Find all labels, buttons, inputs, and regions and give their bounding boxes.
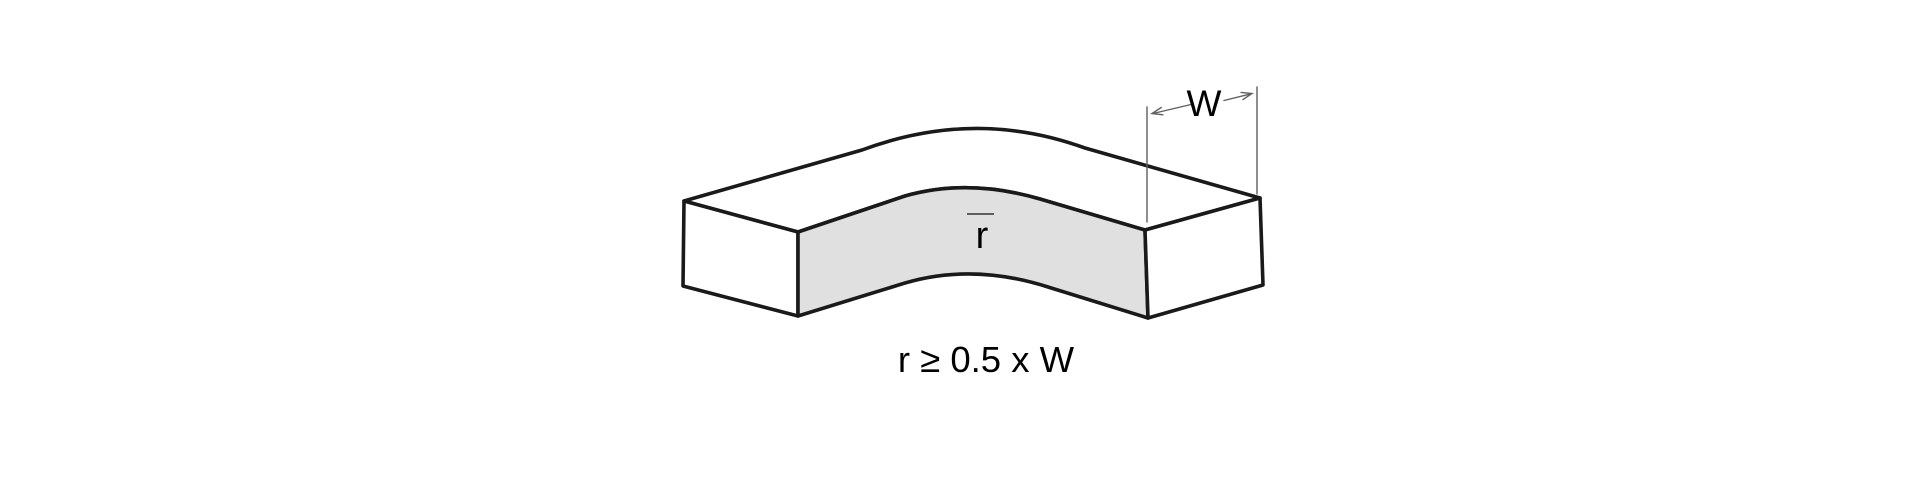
width-arrow-shaft-right — [1223, 93, 1252, 102]
bar-right-end-face — [1143, 196, 1265, 320]
width-dimension — [1146, 86, 1258, 223]
bend-radius-formula: r ≥ 0.5 x W — [898, 339, 1075, 380]
width-arrowhead-right-icon — [1240, 91, 1255, 101]
bent-bar-solid — [681, 126, 1265, 320]
bar-front-bend-face — [796, 185, 1150, 320]
radius-label: r — [976, 215, 989, 257]
width-arrowhead-left-icon — [1150, 106, 1164, 116]
radius-annotation: r — [967, 213, 994, 257]
width-label: W — [1187, 83, 1222, 124]
width-arrow-shaft-left — [1152, 103, 1192, 115]
